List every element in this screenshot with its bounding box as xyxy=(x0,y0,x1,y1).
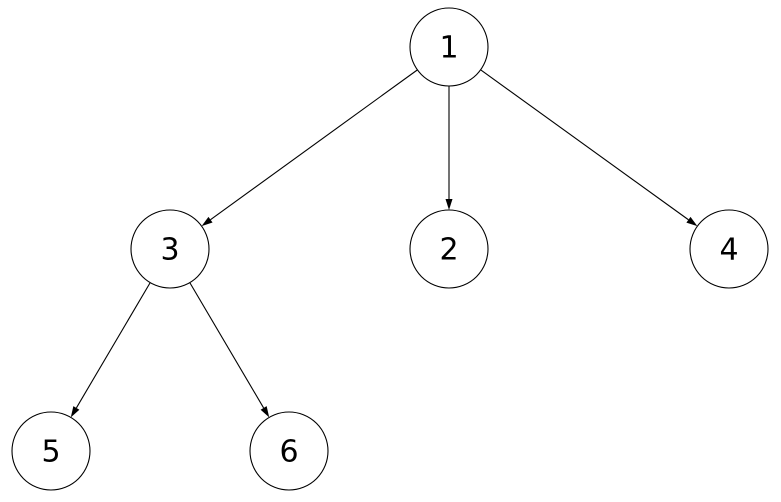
arrowhead-icon xyxy=(445,199,453,210)
graph-node-2[interactable]: 2 xyxy=(409,209,489,289)
node-circle[interactable] xyxy=(11,411,91,491)
edge-line xyxy=(189,282,265,409)
graph-node-3[interactable]: 3 xyxy=(130,209,210,289)
node-label: 6 xyxy=(279,435,298,470)
graph-edge-3-to-6 xyxy=(189,282,270,418)
node-circle[interactable] xyxy=(130,209,210,289)
node-label: 4 xyxy=(719,233,738,268)
graph-edge-1-to-3 xyxy=(201,69,418,227)
node-circle[interactable] xyxy=(689,209,769,289)
node-circle[interactable] xyxy=(249,411,329,491)
graph-node-4[interactable]: 4 xyxy=(689,209,769,289)
graph-node-5[interactable]: 5 xyxy=(11,411,91,491)
node-label: 3 xyxy=(160,233,179,268)
node-circle[interactable] xyxy=(409,209,489,289)
graph-edge-1-to-4 xyxy=(480,69,698,227)
arrowhead-icon xyxy=(201,216,213,227)
node-label: 2 xyxy=(439,233,458,268)
nodes-layer: 1 2 3 4 5 6 xyxy=(11,7,769,491)
node-label: 1 xyxy=(439,31,458,66)
edge-line xyxy=(75,282,151,409)
node-circle[interactable] xyxy=(409,7,489,87)
edge-line xyxy=(480,69,689,221)
arrowhead-icon xyxy=(260,406,270,418)
arrowhead-icon xyxy=(686,216,698,227)
graph-node-1[interactable]: 1 xyxy=(409,7,489,87)
edges-layer xyxy=(70,69,698,418)
graph-node-6[interactable]: 6 xyxy=(249,411,329,491)
edge-line xyxy=(210,69,418,221)
arrowhead-icon xyxy=(70,406,80,418)
graph-edge-3-to-5 xyxy=(70,282,151,418)
graph-edge-1-to-2 xyxy=(445,86,453,210)
node-label: 5 xyxy=(41,435,60,470)
